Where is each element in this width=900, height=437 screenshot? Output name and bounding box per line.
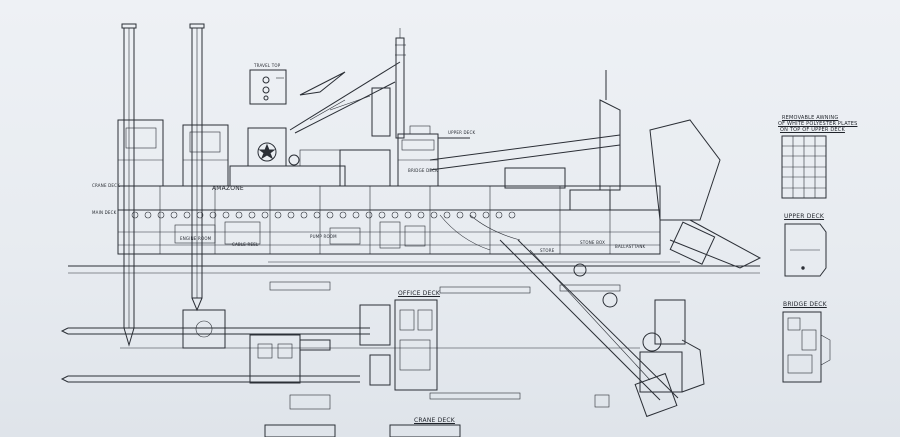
water-line: [68, 261, 760, 274]
plan-view: [60, 281, 705, 437]
engine-room-label: ENGINE ROOM: [180, 236, 212, 241]
upper-deck-plan-label: UPPER DECK: [784, 213, 825, 220]
upper-deck-side-label: UPPER DECK: [448, 130, 476, 135]
deck-house: [117, 119, 346, 187]
bridge-deck-side-label: BRIDGE DECK: [408, 168, 438, 173]
bridge-house: [397, 125, 470, 187]
main-deck-label: MAIN DECK: [92, 210, 117, 215]
ship-name-label: AMAZONE: [212, 185, 244, 192]
ballast-tank-label: BALLASTTANK: [615, 244, 646, 249]
hull-elevation: [117, 185, 661, 255]
travel-top-label: TRAVEL TOP: [254, 63, 281, 68]
cable-reel-label: CABLE REEL: [232, 242, 259, 247]
store-label: STORE: [540, 248, 555, 253]
stone-box-label: STONE BOX: [580, 240, 606, 245]
awning-grid: [781, 135, 827, 199]
awning-line3: ON TOP OF UPPER DECK: [780, 127, 845, 133]
bridge-deck-plan: [782, 311, 831, 383]
crane-deck-side-label: CRANE DECK: [92, 183, 120, 188]
upper-deck-plan: [784, 223, 827, 277]
bridge-deck-plan-label: BRIDGE DECK: [783, 301, 827, 308]
pump-room-label: PUMP ROOM: [310, 234, 337, 239]
travel-top-inset: [249, 69, 287, 105]
crane-deck-plan-label: CRANE DECK: [414, 417, 455, 424]
spud-left: [121, 23, 137, 347]
awning-title: REMOVABLE AWNING: [782, 115, 839, 121]
office-deck-label: OFFICE DECK: [398, 290, 441, 297]
crane: [289, 28, 406, 187]
spud-right: [189, 23, 205, 312]
dredge-ladder: [429, 70, 762, 418]
awning-line2: OF WHITE POLYESTER PLATES: [778, 121, 858, 127]
